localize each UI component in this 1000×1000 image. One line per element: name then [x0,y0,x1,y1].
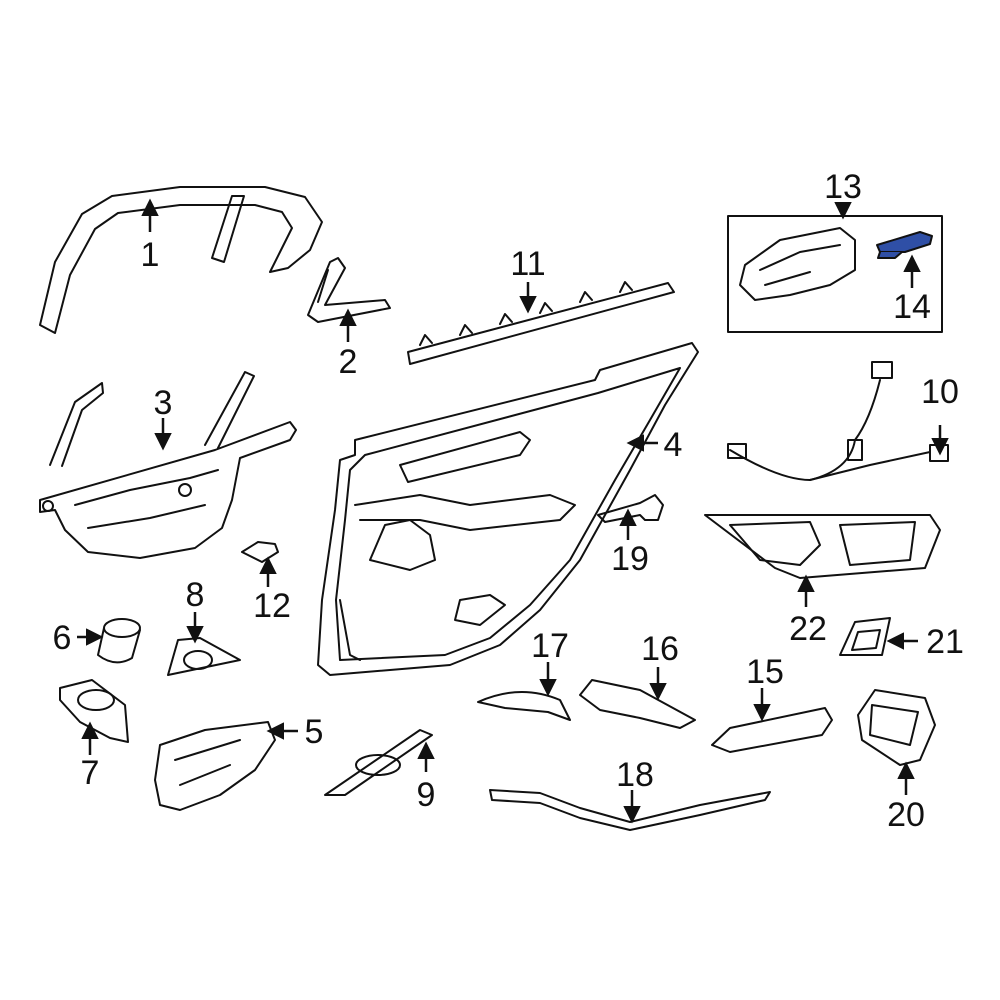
part-20-switch-module[interactable] [858,690,935,765]
part-7-speaker-housing[interactable] [60,680,128,742]
part-19-trim-piece[interactable] [598,495,663,522]
part-14-bracket[interactable] [877,232,932,258]
callout-20: 20 [887,796,925,834]
callout-4: 4 [664,426,683,464]
callout-17: 17 [531,627,569,665]
callout-22: 22 [789,610,827,648]
callout-7: 7 [81,754,100,792]
callout-18: 18 [616,756,654,794]
part-6-cap[interactable] [98,619,140,662]
part-22-switch-panel[interactable] [705,515,940,578]
part-9-speaker-grille[interactable] [325,730,432,795]
part-12-clip[interactable] [242,542,278,562]
callout-3: 3 [154,384,173,422]
callout-6: 6 [53,619,72,657]
callout-10: 10 [921,373,959,411]
part-16-bezel[interactable] [580,680,695,728]
callout-12: 12 [253,587,291,625]
part-4-door-trim-panel[interactable] [318,343,698,675]
callout-15: 15 [746,653,784,691]
callout-11: 11 [510,245,545,283]
callout-21: 21 [926,623,964,661]
callout-13: 13 [824,168,862,206]
part-5-lower-panel[interactable] [155,722,275,810]
callout-9: 9 [417,776,436,814]
callout-1: 1 [141,236,160,274]
callout-16: 16 [641,630,679,668]
part-18-lower-strip[interactable] [490,790,770,830]
part-10-wiring-harness[interactable] [728,362,948,480]
part-21-switch[interactable] [840,618,890,655]
callout-19: 19 [611,540,649,578]
part-1-window-frame-molding[interactable] [40,187,322,333]
part-17-pull-cup[interactable] [478,692,570,720]
part-11-belt-molding[interactable] [408,282,674,364]
callout-2: 2 [339,343,358,381]
part-8-speaker-cover[interactable] [168,638,240,675]
part-3-door-carrier[interactable] [40,372,296,558]
part-15-grab-handle[interactable] [712,708,832,752]
callout-14: 14 [893,288,931,326]
callout-8: 8 [186,576,205,614]
callout-5: 5 [305,713,324,751]
